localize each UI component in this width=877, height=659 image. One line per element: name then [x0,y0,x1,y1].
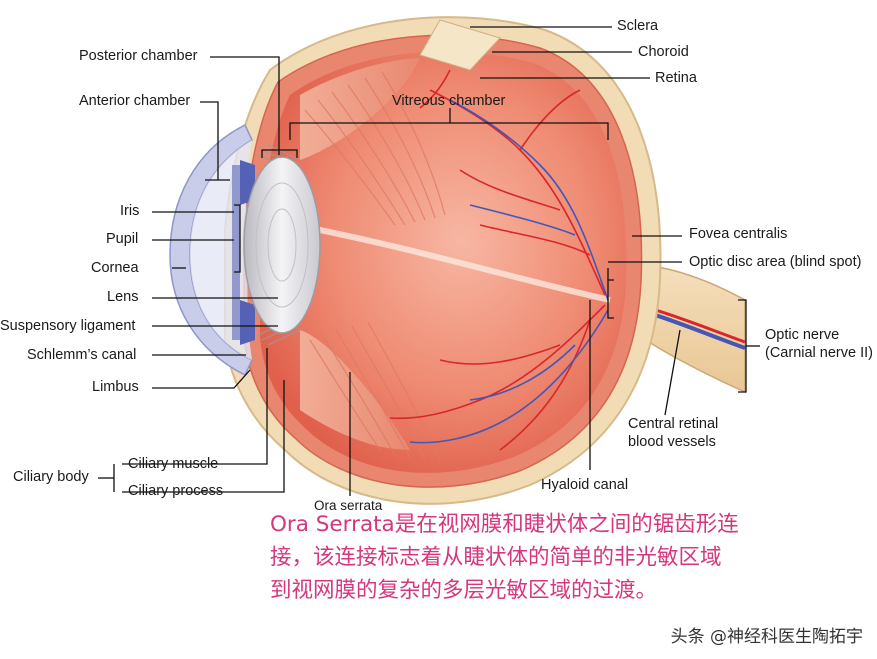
label-lens: Lens [107,289,139,305]
label-anterior-chamber: Anterior chamber [79,93,191,109]
label-posterior-chamber: Posterior chamber [79,48,198,64]
label-iris: Iris [120,203,140,219]
layer-cutaway [419,19,501,71]
label-limbus: Limbus [92,379,139,395]
label-optic-disc-area: Optic disc area (blind spot) [689,254,862,270]
label-suspensory-ligament: Suspensory ligament [0,318,136,334]
ciliary-body-lower [300,330,410,450]
iris-shape-lower [240,300,255,345]
label-ora-serrata: Ora serrata [314,498,383,513]
ciliary-body-shape [300,58,420,160]
label-retina: Retina [655,70,697,86]
label-choroid: Choroid [638,44,689,60]
label-sclera: Sclera [617,18,659,34]
lens-ring-1 [255,182,309,308]
lens-shape [243,156,321,334]
label-cornea: Cornea [91,260,139,276]
label-vitreous-chamber: Vitreous chamber [392,93,506,109]
lens-ring-2 [267,208,297,282]
hyaloid-canal [309,225,611,303]
label-ciliary-process: Ciliary process [128,483,224,499]
label-central-retinal-line1: Central retinal [628,416,719,432]
label-pupil: Pupil [106,231,139,247]
watermark: 头条 @神经科医生陶拓宇 [670,627,863,647]
label-ciliary-body: Ciliary body [13,469,89,485]
retinal-vessels-blue [409,99,609,444]
iris-band [232,165,240,340]
label-ciliary-muscle: Ciliary muscle [128,456,219,472]
label-fovea-centralis: Fovea centralis [689,226,788,242]
label-central-retinal-line2: blood vessels [628,434,716,450]
label-optic-nerve-line1: Optic nerve [765,327,840,343]
label-hyaloid-canal: Hyaloid canal [541,477,629,493]
ciliary-folds-upper [304,71,446,226]
leader-lines [98,26,760,496]
label-schlemms-canal: Schlemm’s canal [27,347,137,363]
caption-text: Ora Serrata是在视网膜和睫状体之间的锯齿形连接，该连接标志着从睫状体的… [270,512,739,603]
label-optic-nerve-line2: (Carnial nerve II) [765,345,873,361]
